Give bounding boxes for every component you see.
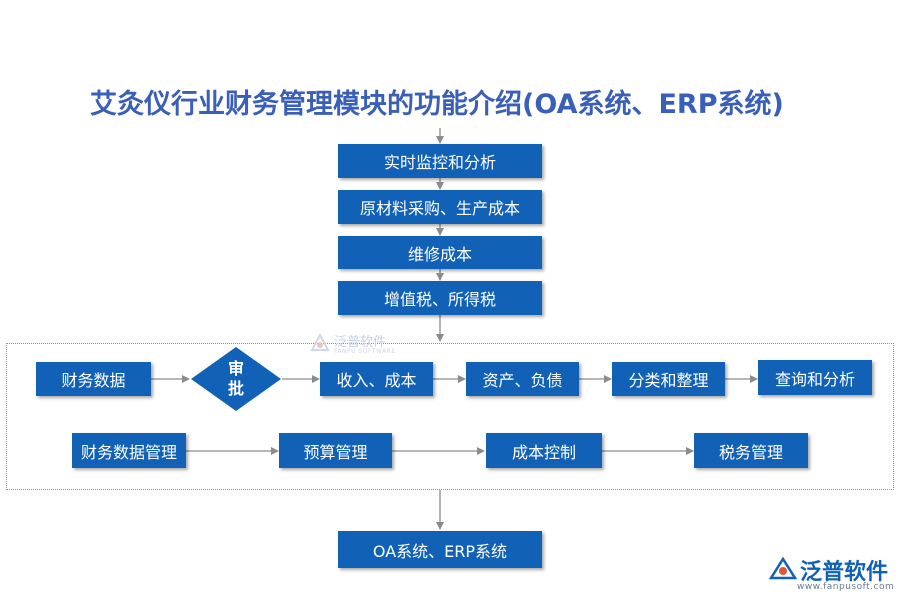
watermark-logo-icon bbox=[310, 332, 330, 351]
node-cost-control: 成本控制 bbox=[486, 433, 602, 468]
watermark-text: 泛普软件 bbox=[334, 335, 387, 350]
logo-text: 泛普软件 bbox=[800, 560, 889, 585]
process-group-box bbox=[6, 343, 894, 490]
node-tax-management: 税务管理 bbox=[694, 433, 808, 468]
node-financial-data-management: 财务数据管理 bbox=[72, 433, 186, 468]
decision-label-line1: 审 bbox=[227, 359, 244, 378]
logo-url: www.fanpusoft.com bbox=[797, 582, 895, 592]
node-classify-organize: 分类和整理 bbox=[612, 362, 725, 396]
watermark-subtext: FANPU SOFTWARE bbox=[334, 348, 396, 355]
node-assets-liabilities: 资产、负债 bbox=[466, 362, 579, 396]
node-oa-erp-system: OA系统、ERP系统 bbox=[338, 531, 542, 568]
decision-label-line2: 批 bbox=[227, 379, 244, 398]
node-taxes: 增值税、所得税 bbox=[338, 281, 542, 315]
node-material-production-cost: 原材料采购、生产成本 bbox=[338, 190, 542, 224]
node-budget-management: 预算管理 bbox=[279, 433, 392, 468]
page-title: 艾灸仪行业财务管理模块的功能介绍(OA系统、ERP系统) bbox=[90, 89, 784, 120]
node-maintenance-cost: 维修成本 bbox=[338, 236, 542, 269]
node-income-cost: 收入、成本 bbox=[320, 362, 433, 396]
node-financial-data: 财务数据 bbox=[36, 362, 151, 396]
fanpu-logo-icon bbox=[768, 556, 798, 580]
node-query-analysis: 查询和分析 bbox=[758, 360, 872, 395]
decision-diamond bbox=[191, 347, 281, 411]
node-realtime-monitoring: 实时监控和分析 bbox=[338, 144, 542, 178]
